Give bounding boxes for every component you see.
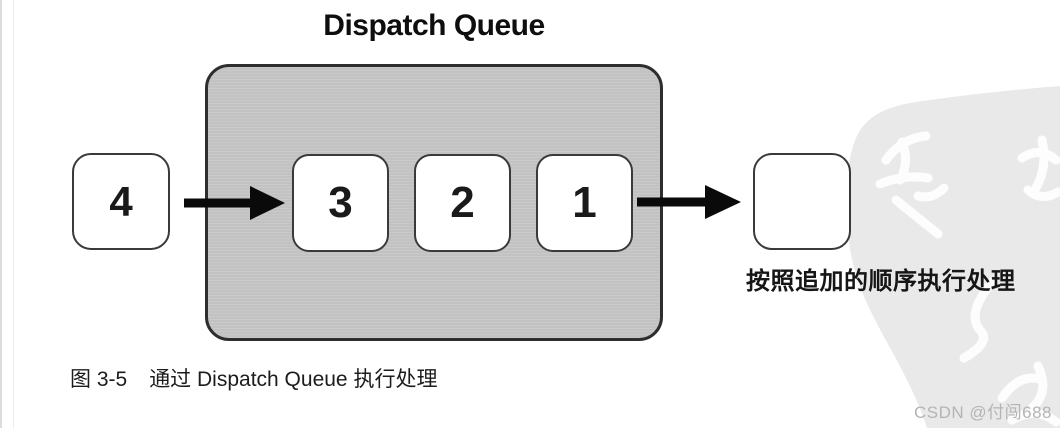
task-box-4: 4 <box>72 153 170 250</box>
result-box-empty <box>753 153 851 250</box>
page-edge-line-faint <box>13 0 14 428</box>
figure-caption-text: 通过 Dispatch Queue 执行处理 <box>149 368 438 391</box>
figure-caption: 图 3-5 通过 Dispatch Queue 执行处理 <box>70 363 437 393</box>
figure-caption-number: 图 3-5 <box>70 368 128 391</box>
task-box-3: 3 <box>292 154 389 252</box>
task-box-2: 2 <box>414 154 511 252</box>
diagram-title: Dispatch Queue <box>323 9 545 42</box>
csdn-watermark: CSDN @付闯688 <box>913 403 1052 422</box>
page-stain-blob <box>846 86 1060 428</box>
execution-order-annotation: 按照追加的顺序执行处理 <box>746 268 1016 295</box>
task-box-1: 1 <box>536 154 633 252</box>
page-edge-line <box>0 0 2 428</box>
